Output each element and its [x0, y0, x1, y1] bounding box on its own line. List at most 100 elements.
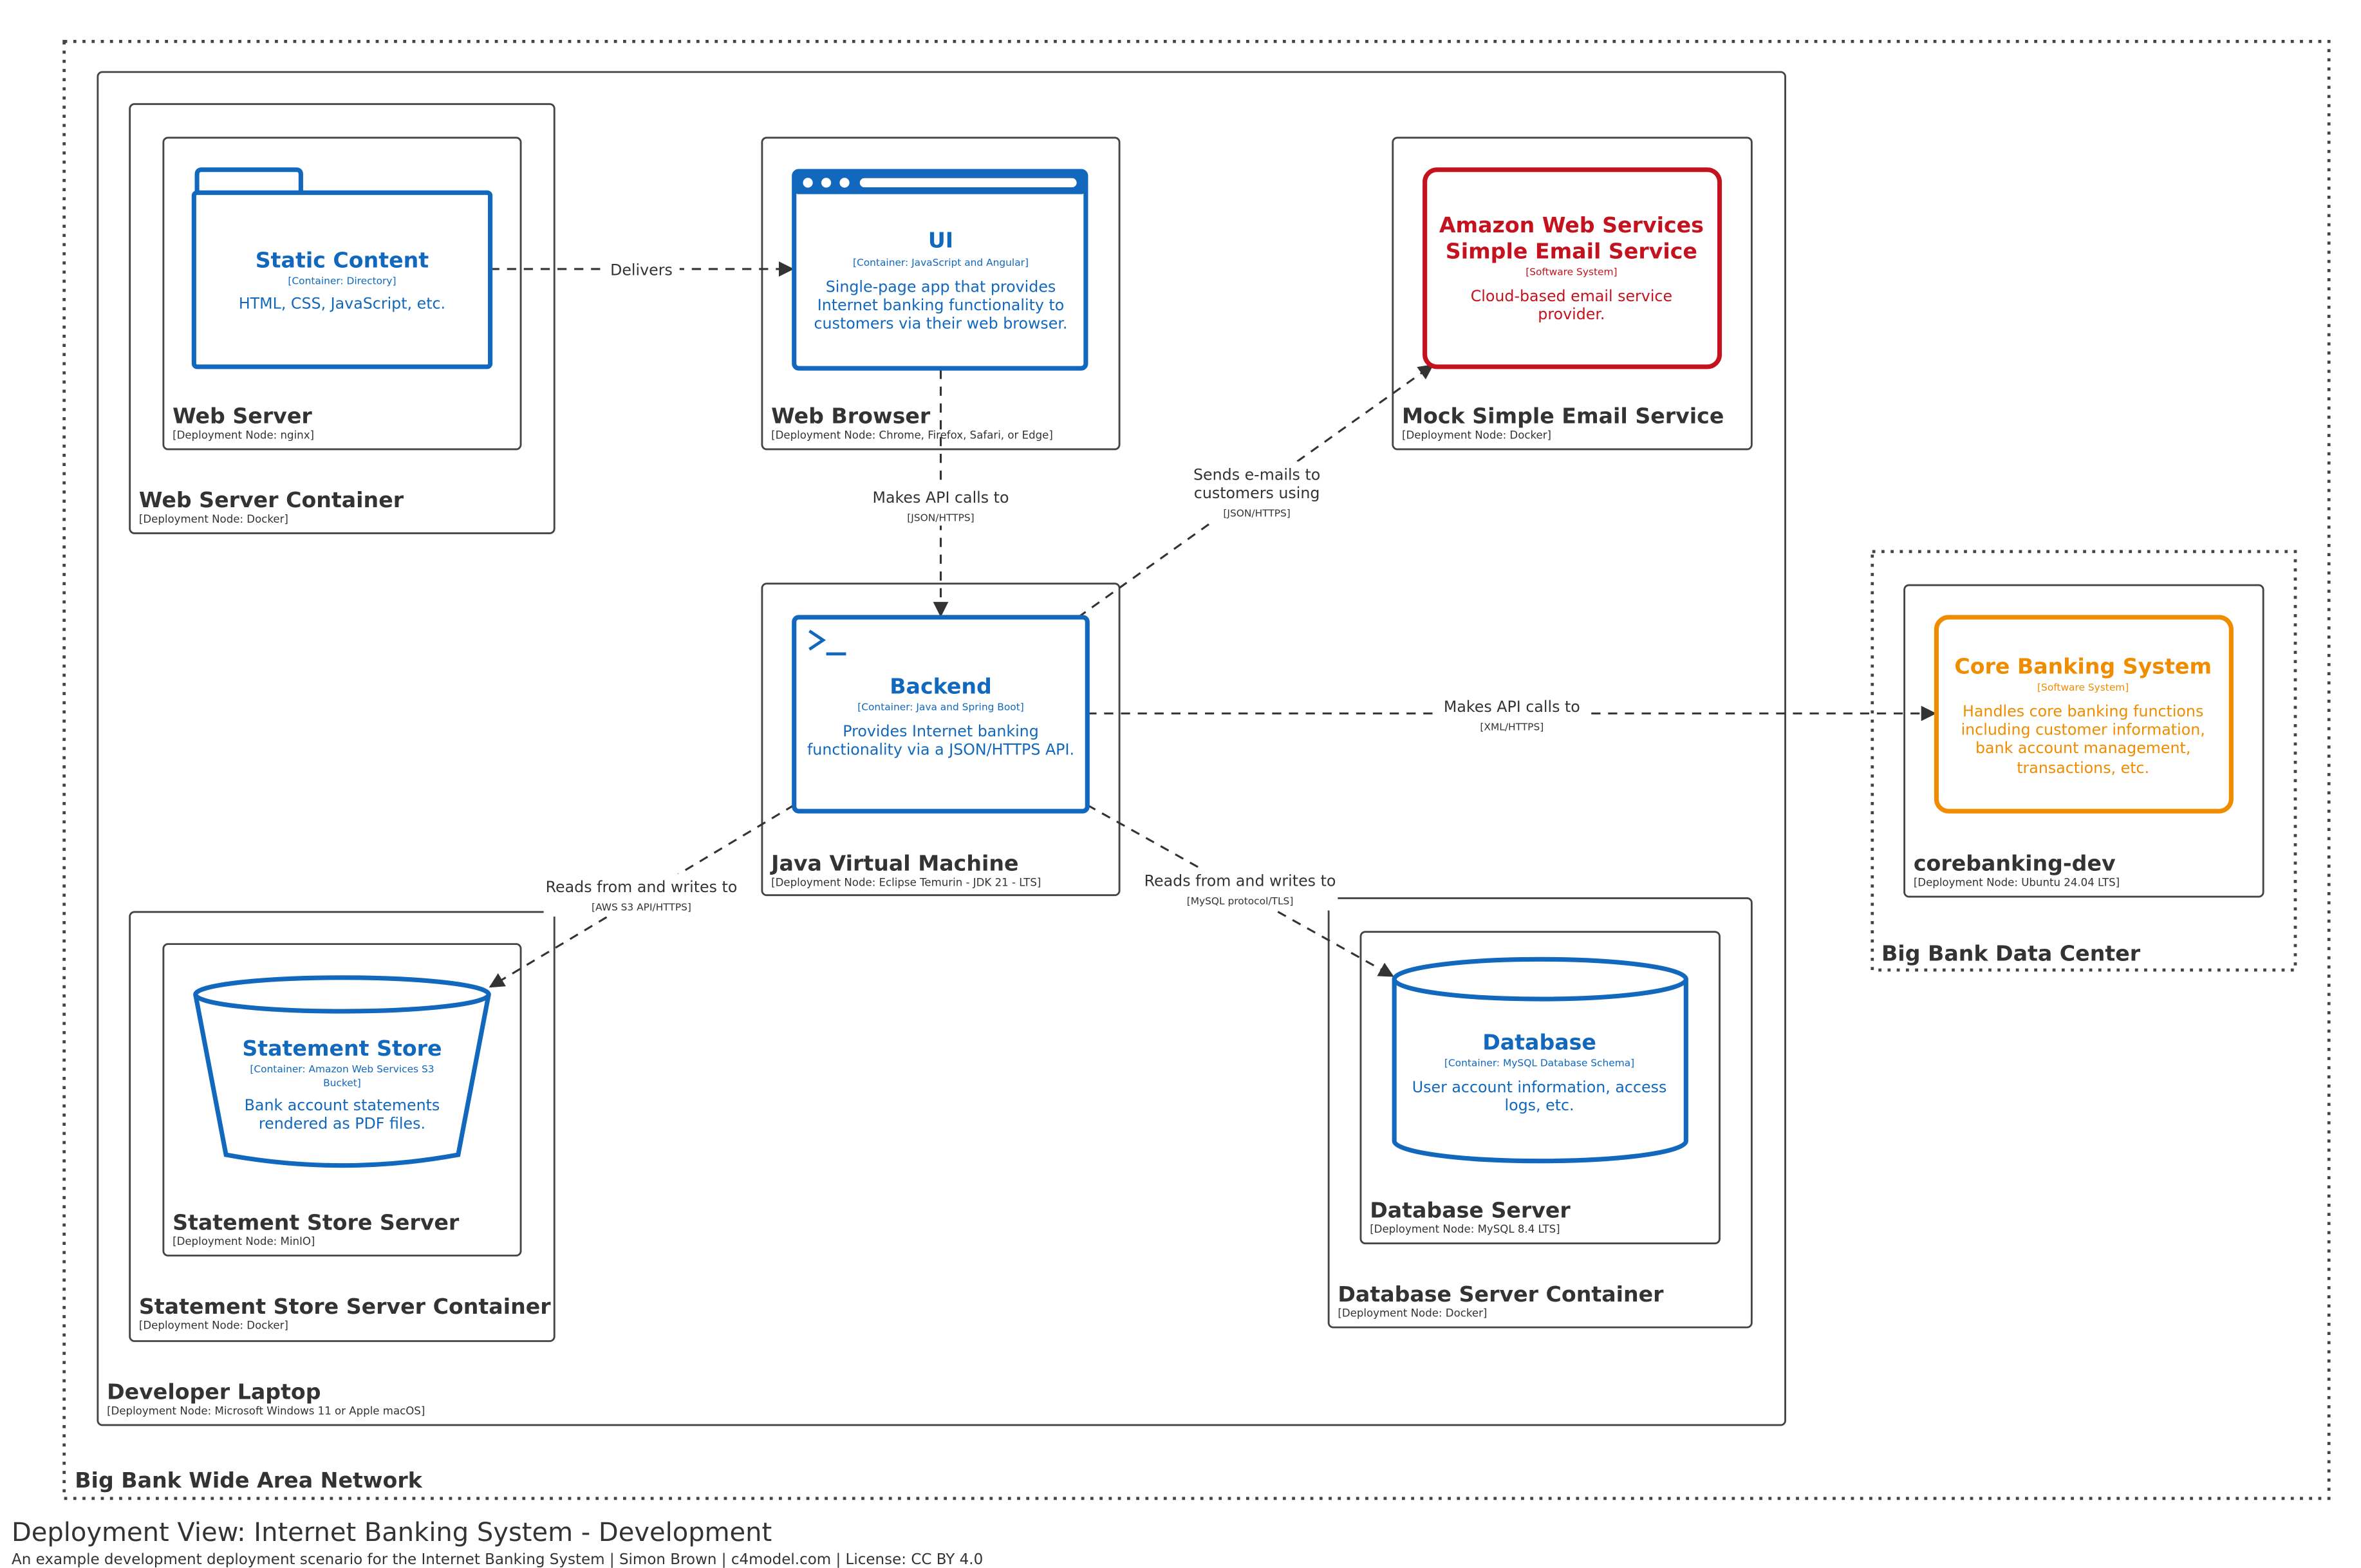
node-database-server-tech: [Deployment Node: MySQL 8.4 LTS] — [1370, 1223, 1560, 1235]
static-content-desc-1: HTML, CSS, JavaScript, etc. — [239, 295, 445, 313]
statement-store-desc-2: rendered as PDF files. — [259, 1115, 425, 1133]
node-statement-store-container-tech: [Deployment Node: Docker] — [139, 1320, 288, 1332]
static-content-title: Static Content — [256, 248, 429, 273]
element-core-banking: Core Banking System [Software System] Ha… — [1934, 615, 2234, 814]
rel-backend-core-label: Makes API calls to — [1444, 698, 1580, 716]
ses-box — [1423, 167, 1722, 369]
element-database: Database [Container: MySQL Database Sche… — [1392, 957, 1688, 1164]
node-datacenter-boundary — [1871, 550, 2297, 972]
core-banking-desc-1: Handles core banking functions — [1963, 702, 2203, 720]
backend-title: Backend — [890, 674, 992, 699]
node-database-server-name: Database Server — [1370, 1197, 1571, 1222]
diagram-subtitle: An example development deployment scenar… — [12, 1551, 984, 1568]
node-corebanking-dev-boundary — [1903, 584, 2264, 898]
browser-dot-icon — [839, 178, 850, 188]
node-web-server-container-boundary — [129, 103, 555, 534]
node-database-server-container-name: Database Server Container — [1338, 1282, 1664, 1307]
node-mock-ses-name: Mock Simple Email Service — [1402, 404, 1724, 429]
ui-box — [792, 169, 1088, 371]
static-content-box — [191, 190, 493, 369]
element-static-content: Static Content [Container: Directory] HT… — [191, 167, 493, 369]
node-laptop-tech: [Deployment Node: Microsoft Windows 11 o… — [107, 1405, 425, 1417]
browser-dot-icon — [803, 178, 813, 188]
database-cylinder-top — [1392, 957, 1688, 1002]
node-web-server-container-tech: [Deployment Node: Docker] — [139, 513, 288, 525]
node-wan-name: Big Bank Wide Area Network — [75, 1468, 422, 1493]
rel-backend-store-label: Reads from and writes to — [546, 878, 738, 896]
rel-backend-ses-tech: [JSON/HTTPS] — [1223, 507, 1290, 519]
rel-backend-core-tech: [XML/HTTPS] — [1480, 721, 1544, 733]
statement-store-title: Statement Store — [242, 1036, 442, 1061]
node-web-browser-name: Web Browser — [771, 404, 931, 429]
ses-type: [Software System] — [1526, 266, 1617, 277]
element-ses: Amazon Web Services Simple Email Service… — [1423, 167, 1722, 369]
rel-ui-backend-label-bg — [864, 483, 1018, 526]
ui-title: UI — [928, 228, 953, 253]
node-jvm-tech: [Deployment Node: Eclipse Temurin - JDK … — [771, 876, 1041, 888]
node-web-server-tech: [Deployment Node: nginx] — [173, 429, 314, 441]
ui-type: [Container: JavaScript and Angular] — [853, 257, 1029, 268]
bucket-rim — [193, 975, 491, 1014]
rel-ui-backend-label: Makes API calls to — [873, 489, 1009, 507]
node-corebanking-dev-name: corebanking-dev — [1914, 851, 2116, 876]
rel-backend-ses-line — [1078, 364, 1434, 619]
node-jvm-name: Java Virtual Machine — [770, 851, 1018, 876]
node-mock-ses-tech: [Deployment Node: Docker] — [1402, 429, 1551, 441]
rel-backend-db-tech: [MySQL protocol/TLS] — [1187, 895, 1294, 907]
statement-store-type-1: [Container: Amazon Web Services S3 — [250, 1063, 434, 1075]
rel-delivers-label-bg — [603, 256, 680, 281]
element-statement-store: Statement Store [Container: Amazon Web S… — [193, 975, 491, 1168]
node-statement-store-server-name: Statement Store Server — [173, 1209, 460, 1235]
rel-ui-backend-tech: [JSON/HTTPS] — [907, 512, 974, 523]
backend-box — [792, 615, 1090, 814]
core-banking-desc-3: bank account management, — [1975, 739, 2190, 757]
node-jvm-boundary — [761, 583, 1121, 897]
diagram-title: Deployment View: Internet Banking System… — [12, 1518, 772, 1547]
rel-backend-db-label: Reads from and writes to — [1144, 872, 1336, 890]
statement-store-type-2: Bucket] — [323, 1077, 361, 1088]
browser-address-bar-icon — [859, 178, 1077, 188]
ui-desc-2: Internet banking functionality to — [817, 296, 1065, 314]
ui-desc-1: Single-page app that provides — [826, 278, 1056, 296]
ui-desc-3: customers via their web browser. — [814, 314, 1068, 332]
node-mock-ses-boundary — [1392, 136, 1753, 451]
node-web-browser-boundary — [761, 136, 1121, 451]
database-type: [Container: MySQL Database Schema] — [1444, 1057, 1634, 1069]
node-web-server-boundary — [162, 136, 522, 451]
bucket-icon — [193, 994, 491, 1168]
ses-title-1: Amazon Web Services — [1439, 212, 1704, 238]
node-web-server-name: Web Server — [173, 404, 312, 429]
browser-dot-icon — [821, 178, 832, 188]
core-banking-desc-2: including customer information, — [1961, 721, 2205, 739]
backend-desc-1: Provides Internet banking — [843, 722, 1039, 740]
rel-backend-ses-label-bg — [1188, 461, 1326, 523]
database-title: Database — [1482, 1029, 1596, 1054]
node-database-server-container-tech: [Deployment Node: Docker] — [1338, 1307, 1487, 1320]
ses-desc-1: Cloud-based email service — [1471, 287, 1672, 305]
rel-backend-ses-label-1: Sends e-mails to — [1193, 465, 1320, 483]
node-statement-store-container-name: Statement Store Server Container — [139, 1294, 551, 1319]
element-ui: UI [Container: JavaScript and Angular] S… — [792, 169, 1088, 371]
node-web-server-container-name: Web Server Container — [139, 487, 404, 512]
rel-backend-db-label-bg — [1142, 867, 1338, 911]
folder-icon — [194, 167, 303, 193]
rel-backend-store-label-bg — [543, 873, 740, 917]
rel-backend-store-tech: [AWS S3 API/HTTPS] — [592, 901, 691, 913]
statement-store-desc-1: Bank account statements — [245, 1096, 440, 1114]
static-content-type: [Container: Directory] — [288, 275, 396, 287]
database-desc-1: User account information, access — [1412, 1078, 1667, 1096]
core-banking-title: Core Banking System — [1954, 654, 2212, 679]
ses-desc-2: provider. — [1538, 305, 1605, 323]
element-backend: Backend [Container: Java and Spring Boot… — [792, 615, 1090, 814]
node-statement-store-server-tech: [Deployment Node: MinIO] — [173, 1235, 315, 1247]
node-datacenter-name: Big Bank Data Center — [1881, 941, 2141, 966]
rel-backend-core-label-bg — [1438, 696, 1585, 736]
core-banking-box — [1934, 615, 2234, 814]
node-laptop-name: Developer Laptop — [107, 1379, 321, 1405]
database-cylinder-icon — [1392, 979, 1688, 1164]
node-statement-store-container-boundary — [129, 911, 555, 1342]
terminal-icon — [808, 630, 826, 651]
backend-type: [Container: Java and Spring Boot] — [857, 702, 1024, 713]
backend-desc-2: functionality via a JSON/HTTPS API. — [807, 740, 1074, 758]
core-banking-type: [Software System] — [2037, 682, 2129, 693]
